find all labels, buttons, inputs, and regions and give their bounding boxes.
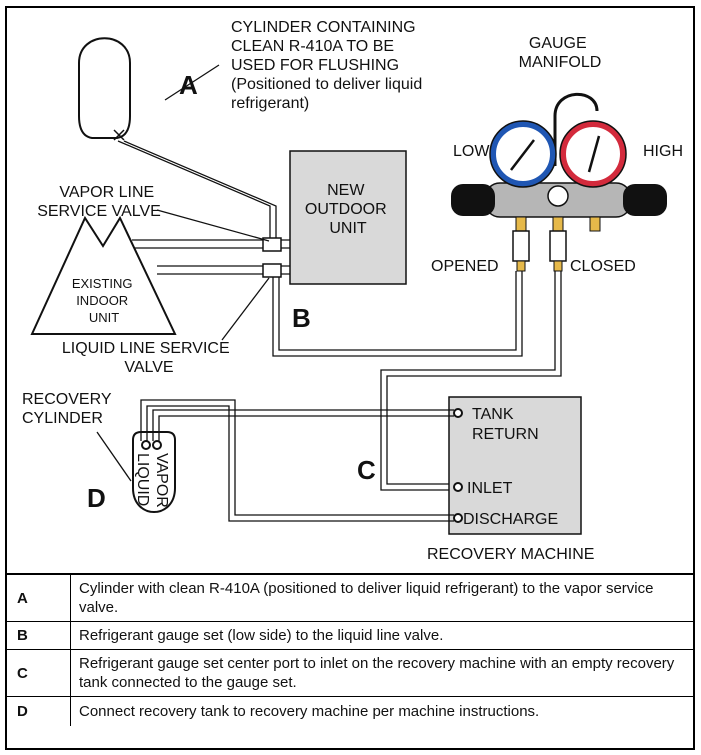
center-hose-connector xyxy=(549,230,567,262)
discharge-label: DISCHARGE xyxy=(463,511,558,528)
legend-key: D xyxy=(7,696,71,726)
high-gauge-needle xyxy=(587,135,601,173)
manifold-hook xyxy=(553,92,599,166)
legend-text: Connect recovery tank to recovery machin… xyxy=(70,696,693,726)
liquid-label: LIQUID xyxy=(134,453,151,506)
center-port-fitting xyxy=(552,216,564,232)
low-hose-fitting xyxy=(516,260,526,272)
high-gauge-outline xyxy=(559,120,627,188)
marker-d: D xyxy=(87,483,106,513)
closed-label: CLOSED xyxy=(570,258,636,275)
high-label: HIGH xyxy=(643,143,683,160)
recovery-cylinder-label: RECOVERY CYLINDER xyxy=(22,391,116,427)
indoor-unit-label: EXISTING INDOOR UNIT xyxy=(72,276,136,325)
low-valve-knob xyxy=(451,184,495,216)
recovery-machine xyxy=(448,396,582,535)
flushing-cylinder xyxy=(78,37,131,139)
liquid-service-valve xyxy=(262,263,282,278)
low-gauge-needle xyxy=(510,139,535,171)
low-label: LOW xyxy=(453,143,490,160)
cylinder-valve-mark xyxy=(113,129,125,141)
legend-key: C xyxy=(7,649,71,697)
discharge-port xyxy=(453,513,463,523)
vapor-valve-label: VAPOR LINE SERVICE VALVE xyxy=(37,184,161,220)
recovery-vapor-port xyxy=(152,440,162,450)
leader-vapor-valve xyxy=(156,209,270,242)
legend-text: Cylinder with clean R-410A (positioned t… xyxy=(70,574,693,622)
legend-key: A xyxy=(7,574,71,622)
leader-liquid-valve xyxy=(221,277,270,341)
recovery-cylinder xyxy=(132,431,176,513)
tank-return-label: TANK RETURN xyxy=(472,406,539,443)
liquid-valve-label: LIQUID LINE SERVICE VALVE xyxy=(62,340,234,376)
legend-row-c: C Refrigerant gauge set center port to i… xyxy=(7,649,693,697)
legend-key: B xyxy=(7,621,71,650)
opened-label: OPENED xyxy=(431,258,499,275)
high-port-fitting xyxy=(589,216,601,232)
gauge-manifold-label: GAUGE MANIFOLD xyxy=(519,35,602,71)
leader-recovery-cylinder xyxy=(96,431,132,482)
center-hose-fitting xyxy=(553,260,563,272)
flushing-diagram: CYLINDER CONTAINING CLEAN R-410A TO BE U… xyxy=(22,19,683,563)
legend-row-d: D Connect recovery tank to recovery mach… xyxy=(7,696,693,726)
hose-cylinder-to-vapor-valve xyxy=(117,140,277,238)
figure-frame: CYLINDER CONTAINING CLEAN R-410A TO BE U… xyxy=(5,6,695,750)
hose-discharge xyxy=(140,399,454,522)
legend-row-a: A Cylinder with clean R-410A (positioned… xyxy=(7,574,693,622)
legend-text: Refrigerant gauge set center port to inl… xyxy=(70,649,693,697)
new-outdoor-unit xyxy=(289,150,407,285)
hose-liquid-valve-to-low-port xyxy=(272,271,523,357)
existing-indoor-unit xyxy=(30,215,177,335)
vapor-label: VAPOR xyxy=(153,453,170,508)
inlet-label: INLET xyxy=(467,480,513,497)
marker-b: B xyxy=(292,303,311,333)
recovery-liquid-port xyxy=(141,440,151,450)
marker-c: C xyxy=(357,455,376,485)
legend-row-b: B Refrigerant gauge set (low side) to th… xyxy=(7,621,693,650)
low-hose-connector xyxy=(512,230,530,262)
marker-a: A xyxy=(179,70,198,100)
manifold-sight-glass xyxy=(547,185,569,207)
legend-text: Refrigerant gauge set (low side) to the … xyxy=(70,621,693,650)
low-port-fitting xyxy=(515,216,527,232)
high-valve-knob xyxy=(623,184,667,216)
hose-center-port-to-inlet xyxy=(380,271,562,491)
low-gauge-outline xyxy=(489,120,557,188)
outdoor-unit-label: NEW OUTDOOR UNIT xyxy=(305,182,391,237)
legend-table: A Cylinder with clean R-410A (positioned… xyxy=(7,573,693,726)
hose-tank-return xyxy=(152,409,454,441)
tank-return-port xyxy=(453,408,463,418)
cylinder-label: CYLINDER CONTAINING CLEAN R-410A TO BE U… xyxy=(231,19,427,112)
recovery-machine-label: RECOVERY MACHINE xyxy=(427,546,594,563)
leader-cylinder xyxy=(164,64,220,101)
inlet-port xyxy=(453,482,463,492)
